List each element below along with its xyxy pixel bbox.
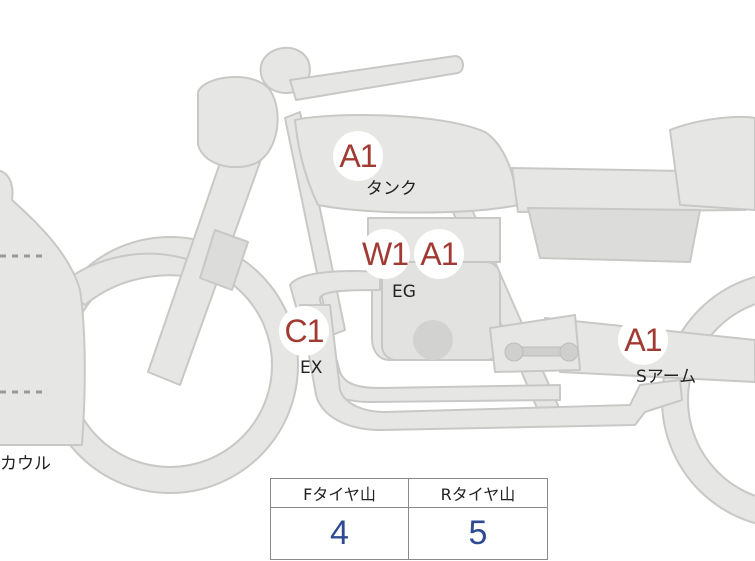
engine-a-grade-badge: A1 bbox=[414, 229, 464, 279]
cowl-label: カウル bbox=[0, 454, 51, 474]
exhaust-grade-badge: C1 bbox=[279, 306, 329, 356]
swingarm-grade-badge: A1 bbox=[618, 315, 668, 365]
front-tire-value: 4 bbox=[271, 508, 409, 559]
side-cover bbox=[527, 207, 701, 263]
rear-cowl bbox=[669, 115, 755, 211]
handlebar bbox=[289, 55, 464, 101]
headlight bbox=[197, 76, 279, 169]
engine-w-grade-badge: W1 bbox=[360, 229, 410, 279]
front-tire-header: Fタイヤ山 bbox=[271, 479, 409, 508]
rear-tire-value: 5 bbox=[468, 514, 488, 552]
tank-grade-badge: A1 bbox=[333, 131, 383, 181]
exhaust-pipe-lower bbox=[299, 304, 683, 431]
exhaust-label: EX bbox=[300, 358, 323, 378]
cowl-dashes bbox=[0, 254, 44, 394]
rear-tire-header: Rタイヤ山 bbox=[409, 479, 547, 508]
front-cowl bbox=[0, 170, 86, 446]
tire-tread-table: Fタイヤ山 Rタイヤ山 4 5 bbox=[270, 478, 548, 560]
swingarm-label: Sアーム bbox=[636, 367, 697, 387]
engine-label: EG bbox=[392, 282, 416, 302]
tank-label: タンク bbox=[366, 179, 417, 199]
